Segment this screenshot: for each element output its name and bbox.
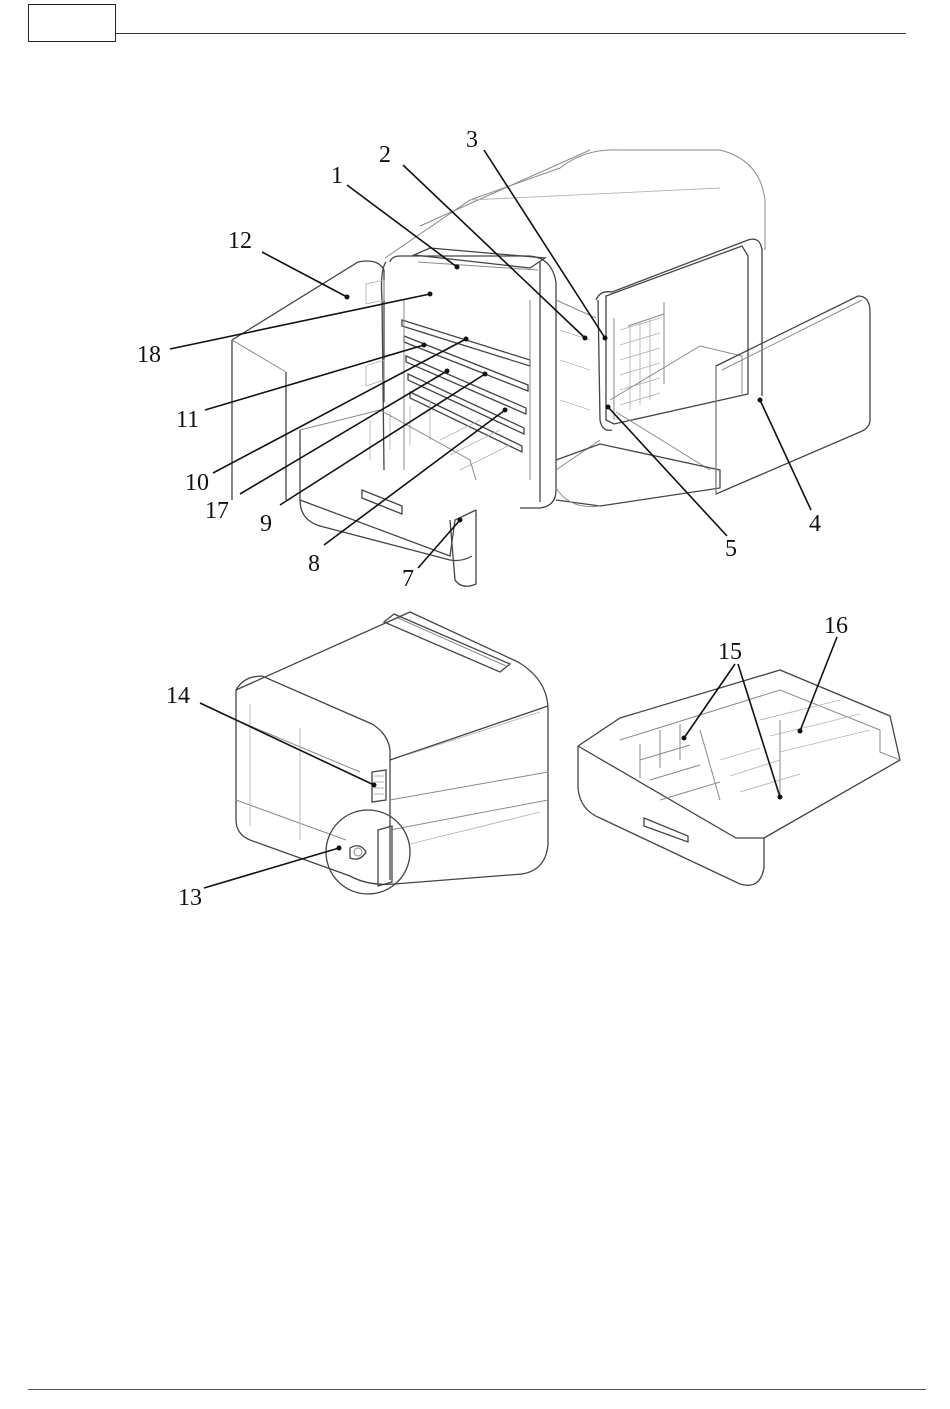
drawer-drawing bbox=[578, 670, 900, 885]
callout-9: 9 bbox=[260, 511, 272, 537]
callout-12: 12 bbox=[228, 228, 252, 254]
callout-4: 4 bbox=[809, 511, 821, 537]
cabinet-closed-drawing bbox=[236, 612, 548, 894]
footer-rule bbox=[28, 1389, 926, 1390]
callout-11: 11 bbox=[176, 407, 199, 433]
callout-7: 7 bbox=[402, 566, 414, 592]
callout-3: 3 bbox=[466, 127, 478, 153]
callout-16: 16 bbox=[824, 613, 848, 639]
callout-1: 1 bbox=[331, 163, 343, 189]
callout-18: 18 bbox=[137, 342, 161, 368]
callout-8: 8 bbox=[308, 551, 320, 577]
callout-labels: 1 2 3 4 5 7 8 9 10 11 12 13 14 15 16 17 … bbox=[137, 127, 848, 911]
callout-2: 2 bbox=[379, 142, 391, 168]
callout-13: 13 bbox=[178, 885, 202, 911]
callout-5: 5 bbox=[725, 536, 737, 562]
cabinet-open-drawing bbox=[232, 150, 870, 586]
callout-15: 15 bbox=[718, 639, 742, 665]
callout-10: 10 bbox=[185, 470, 209, 496]
callout-17: 17 bbox=[205, 498, 229, 524]
callout-14: 14 bbox=[166, 683, 190, 709]
